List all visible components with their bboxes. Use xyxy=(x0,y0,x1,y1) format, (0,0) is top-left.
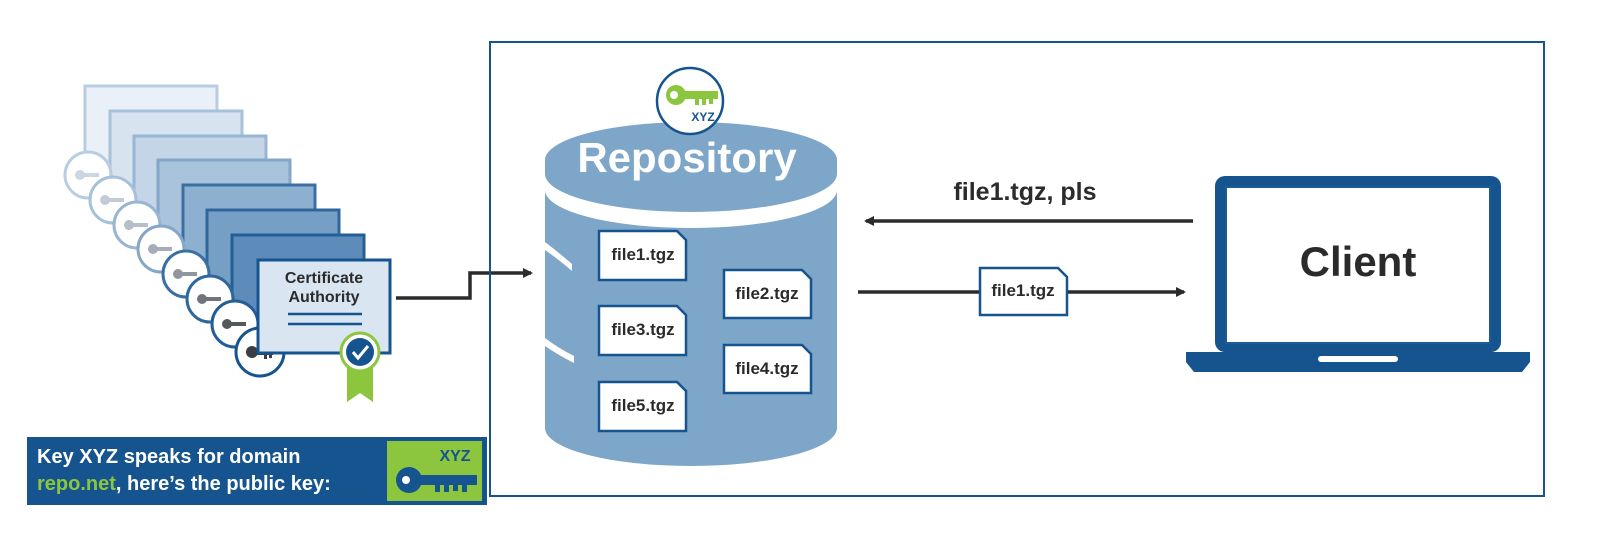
system-frame xyxy=(489,41,1545,497)
file-label: file4.tgz xyxy=(735,359,798,378)
repository-key-label: XYZ xyxy=(691,110,714,124)
certificate-authority: Certificate Authority xyxy=(256,258,392,402)
client-label: Client xyxy=(1300,238,1417,285)
public-key-caption: Key XYZ speaks for domain repo.net, here… xyxy=(27,437,487,505)
caption-text: Key XYZ speaks for domain repo.net, here… xyxy=(37,444,377,498)
approval-ribbon-icon xyxy=(339,331,381,402)
ca-to-repository-arrow xyxy=(396,268,533,300)
file-document: file2.tgz xyxy=(722,268,813,320)
certificate-stack: Certificate Authority xyxy=(63,84,392,402)
file-document: file3.tgz xyxy=(597,304,688,357)
ca-label-line1: Certificate xyxy=(285,270,363,287)
public-key-icon: XYZ xyxy=(387,441,482,501)
file-document: file5.tgz xyxy=(597,380,688,433)
file-label: file3.tgz xyxy=(611,320,674,339)
public-key-label: XYZ xyxy=(439,448,470,465)
ca-label-line2: Authority xyxy=(288,289,359,306)
client-laptop-icon: Client xyxy=(1186,176,1530,372)
caption-line2: , here’s the public key: xyxy=(115,473,331,495)
repository-key-icon: XYZ xyxy=(655,66,725,136)
repository-title: Repository xyxy=(577,134,797,181)
file-label: file2.tgz xyxy=(735,284,798,303)
request-label: file1.tgz, pls xyxy=(953,178,1096,206)
file-label: file1.tgz xyxy=(611,245,674,264)
caption-line1: Key XYZ speaks for domain xyxy=(37,446,301,468)
file-document: file1.tgz xyxy=(597,229,688,282)
caption-domain: repo.net xyxy=(37,473,116,495)
file-label: file5.tgz xyxy=(611,396,674,415)
response-file-label: file1.tgz xyxy=(991,281,1054,300)
response-file-document: file1.tgz xyxy=(978,266,1069,317)
file-document: file4.tgz xyxy=(722,343,813,395)
